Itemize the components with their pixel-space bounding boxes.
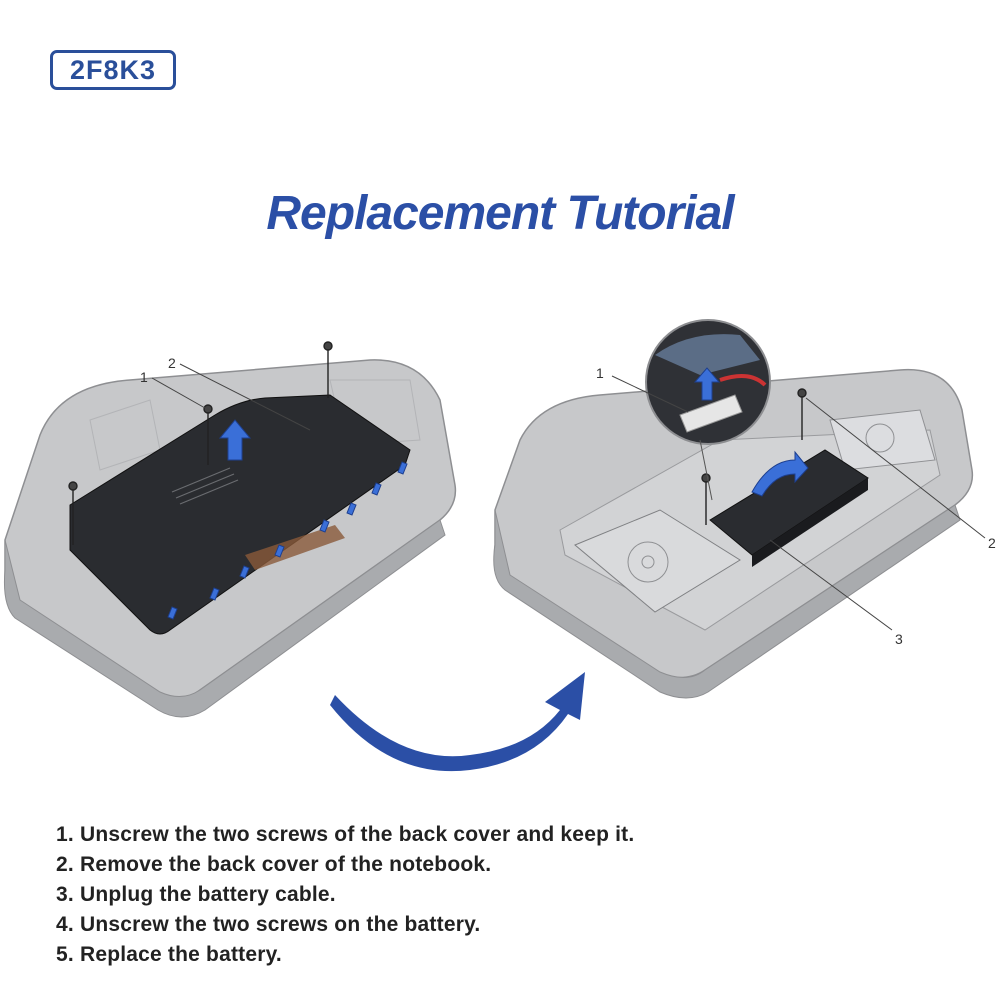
callout-label: 2 <box>988 535 996 551</box>
callout-label: 2 <box>168 355 176 371</box>
unplug-arrow-icon <box>693 367 721 401</box>
tutorial-diagram: 1 2 <box>4 319 996 772</box>
instruction-step: 1. Unscrew the two screws of the back co… <box>56 823 635 846</box>
callout-label: 3 <box>895 631 903 647</box>
connector-zoom-inset <box>645 319 771 445</box>
page-title: Replacement Tutorial <box>266 187 734 240</box>
instruction-step: 5. Replace the battery. <box>56 943 282 966</box>
instruction-step: 4. Unscrew the two screws on the battery… <box>56 913 481 936</box>
callout-label: 1 <box>596 365 604 381</box>
instruction-list: 1. Unscrew the two screws of the back co… <box>56 820 634 970</box>
callout-label: 1 <box>140 369 148 385</box>
rotate-arrow-icon <box>751 450 809 497</box>
instruction-step: 2. Remove the back cover of the notebook… <box>56 853 492 876</box>
model-badge: 2F8K3 <box>50 50 176 90</box>
back-cover-panel <box>69 394 411 635</box>
left-laptop-illustration: 1 2 <box>4 341 457 718</box>
next-step-arrow-icon <box>330 672 585 772</box>
instruction-step: 3. Unplug the battery cable. <box>56 883 336 906</box>
screw-icon <box>68 341 333 545</box>
right-laptop-illustration: 1 2 3 <box>493 319 996 699</box>
lift-arrow-icon <box>218 419 252 461</box>
